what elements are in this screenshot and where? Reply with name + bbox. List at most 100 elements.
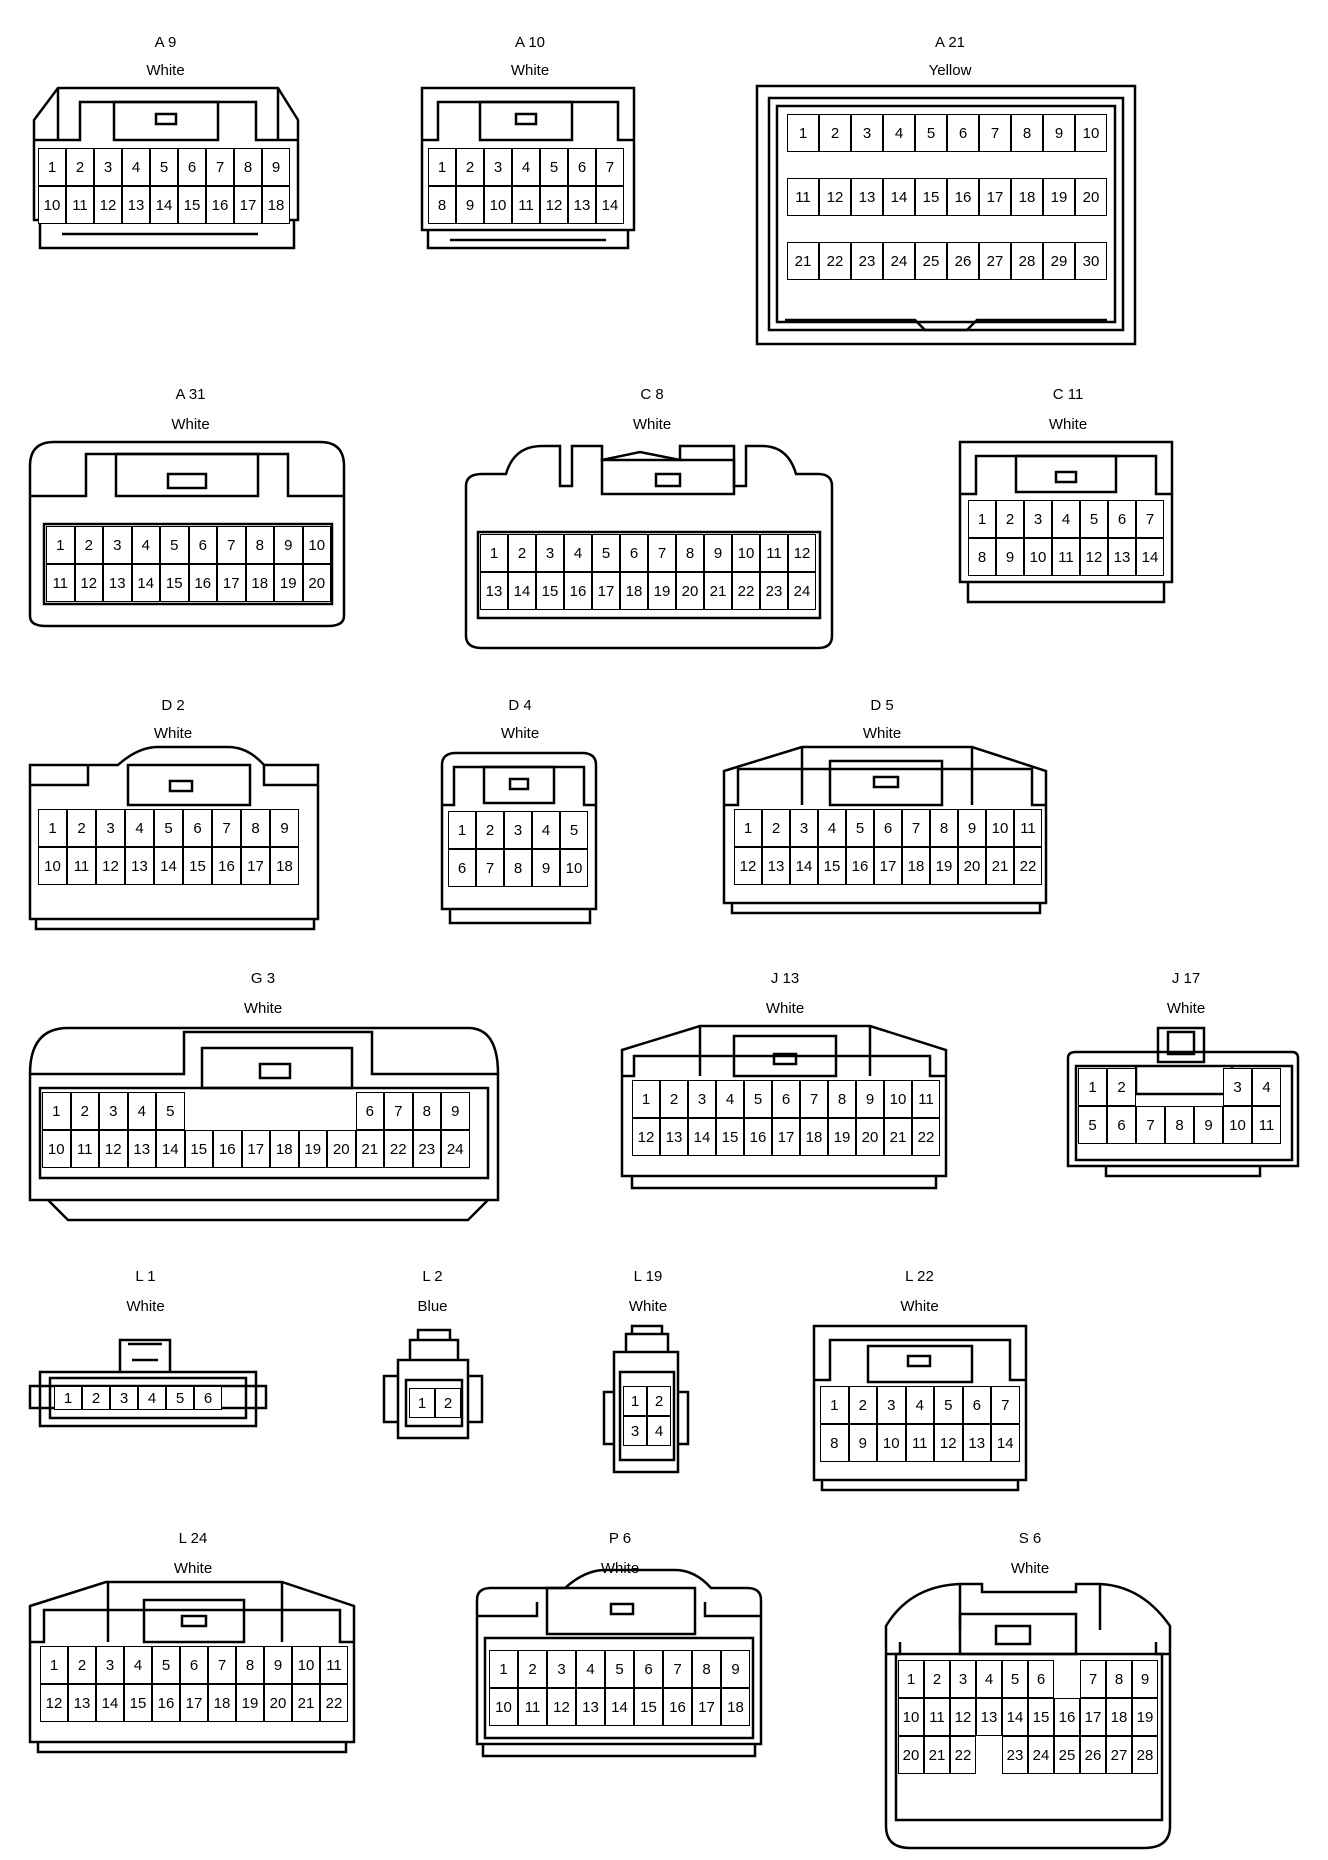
pin-21: 21 bbox=[986, 847, 1014, 885]
pin-16: 16 bbox=[663, 1688, 692, 1726]
pin-6: 6 bbox=[355, 1092, 384, 1130]
connector-id: J 13 bbox=[770, 970, 800, 987]
pin-18: 18 bbox=[262, 186, 290, 224]
pin-19: 19 bbox=[298, 1130, 327, 1168]
pin-8: 8 bbox=[930, 809, 958, 847]
pin-4: 4 bbox=[532, 811, 560, 849]
pin-3: 3 bbox=[103, 526, 132, 564]
pin-4: 4 bbox=[122, 148, 150, 186]
pin-14: 14 bbox=[605, 1688, 634, 1726]
pin-6: 6 bbox=[772, 1080, 800, 1118]
pin-7: 7 bbox=[1080, 1660, 1106, 1698]
pin-13: 13 bbox=[480, 572, 508, 610]
pin-6: 6 bbox=[188, 526, 217, 564]
pin-12: 12 bbox=[96, 847, 125, 885]
pin-18: 18 bbox=[902, 847, 930, 885]
pin-25: 25 bbox=[1054, 1736, 1080, 1774]
pin-13: 13 bbox=[762, 847, 790, 885]
pin-5: 5 bbox=[166, 1386, 194, 1410]
pin-5: 5 bbox=[1002, 1660, 1028, 1698]
pin-3: 3 bbox=[96, 1646, 124, 1684]
connector-color: White bbox=[1010, 1560, 1050, 1577]
pin-4: 4 bbox=[716, 1080, 744, 1118]
pin-14: 14 bbox=[1136, 538, 1164, 576]
pin-13: 13 bbox=[976, 1698, 1002, 1736]
pin-24: 24 bbox=[1028, 1736, 1054, 1774]
pin-5: 5 bbox=[592, 534, 620, 572]
connector-housing-outline bbox=[620, 1024, 948, 1190]
connector-id: A 21 bbox=[934, 34, 966, 51]
pin-9: 9 bbox=[856, 1080, 884, 1118]
pin-1: 1 bbox=[409, 1388, 435, 1418]
pin-1: 1 bbox=[623, 1386, 647, 1416]
pin-1: 1 bbox=[54, 1386, 82, 1410]
pin-13: 13 bbox=[1108, 538, 1136, 576]
pin-16: 16 bbox=[564, 572, 592, 610]
pin-11: 11 bbox=[1014, 809, 1042, 847]
pin-6: 6 bbox=[634, 1650, 663, 1688]
pin-10: 10 bbox=[302, 526, 331, 564]
pin-26: 26 bbox=[1080, 1736, 1106, 1774]
pin-13: 13 bbox=[68, 1684, 96, 1722]
pin-5: 5 bbox=[156, 1092, 185, 1130]
pin-2: 2 bbox=[82, 1386, 110, 1410]
pin-1: 1 bbox=[632, 1080, 660, 1118]
pin-12: 12 bbox=[788, 534, 816, 572]
connector-housing-outline bbox=[602, 1324, 690, 1474]
connector-id: J 17 bbox=[1171, 970, 1201, 987]
pin-9: 9 bbox=[456, 186, 484, 224]
pin-9: 9 bbox=[262, 148, 290, 186]
pin-17: 17 bbox=[180, 1684, 208, 1722]
pin-14: 14 bbox=[156, 1130, 185, 1168]
pin-15: 15 bbox=[160, 564, 189, 602]
pin-6: 6 bbox=[183, 809, 212, 847]
pin-12: 12 bbox=[632, 1118, 660, 1156]
pin-21: 21 bbox=[704, 572, 732, 610]
pin-23: 23 bbox=[760, 572, 788, 610]
pin-15: 15 bbox=[716, 1118, 744, 1156]
pin-11: 11 bbox=[760, 534, 788, 572]
pin-24: 24 bbox=[441, 1130, 470, 1168]
pin-6: 6 bbox=[180, 1646, 208, 1684]
pin-3: 3 bbox=[536, 534, 564, 572]
pin-4: 4 bbox=[905, 1386, 934, 1424]
pin-2: 2 bbox=[67, 809, 96, 847]
connector-housing-outline bbox=[420, 86, 636, 250]
pin-9: 9 bbox=[996, 538, 1024, 576]
pin-11: 11 bbox=[905, 1424, 934, 1462]
connector-housing-outline bbox=[28, 1026, 500, 1222]
pin-7: 7 bbox=[663, 1650, 692, 1688]
pin-5: 5 bbox=[540, 148, 568, 186]
pin-6: 6 bbox=[947, 114, 979, 152]
connector-housing-outline bbox=[28, 1580, 356, 1754]
pin-19: 19 bbox=[648, 572, 676, 610]
pin-1: 1 bbox=[480, 534, 508, 572]
pin-3: 3 bbox=[504, 811, 532, 849]
pin-22: 22 bbox=[384, 1130, 413, 1168]
pin-5: 5 bbox=[160, 526, 189, 564]
pin-16: 16 bbox=[947, 178, 979, 216]
pin-2: 2 bbox=[848, 1386, 877, 1424]
connector-id: A 31 bbox=[175, 386, 206, 403]
pin-2: 2 bbox=[518, 1650, 547, 1688]
pin-11: 11 bbox=[320, 1646, 348, 1684]
pin-9: 9 bbox=[704, 534, 732, 572]
pin-3: 3 bbox=[950, 1660, 976, 1698]
connector-color: White bbox=[171, 416, 210, 433]
connector-color: White bbox=[146, 62, 185, 79]
pin-22: 22 bbox=[1014, 847, 1042, 885]
pin-8: 8 bbox=[428, 186, 456, 224]
pin-20: 20 bbox=[898, 1736, 924, 1774]
pin-10: 10 bbox=[898, 1698, 924, 1736]
pin-5: 5 bbox=[1078, 1106, 1107, 1144]
pin-13: 13 bbox=[103, 564, 132, 602]
pin-11: 11 bbox=[1252, 1106, 1281, 1144]
connector-color: White bbox=[600, 1560, 640, 1577]
pin-18: 18 bbox=[1106, 1698, 1132, 1736]
pin-4: 4 bbox=[1052, 500, 1080, 538]
